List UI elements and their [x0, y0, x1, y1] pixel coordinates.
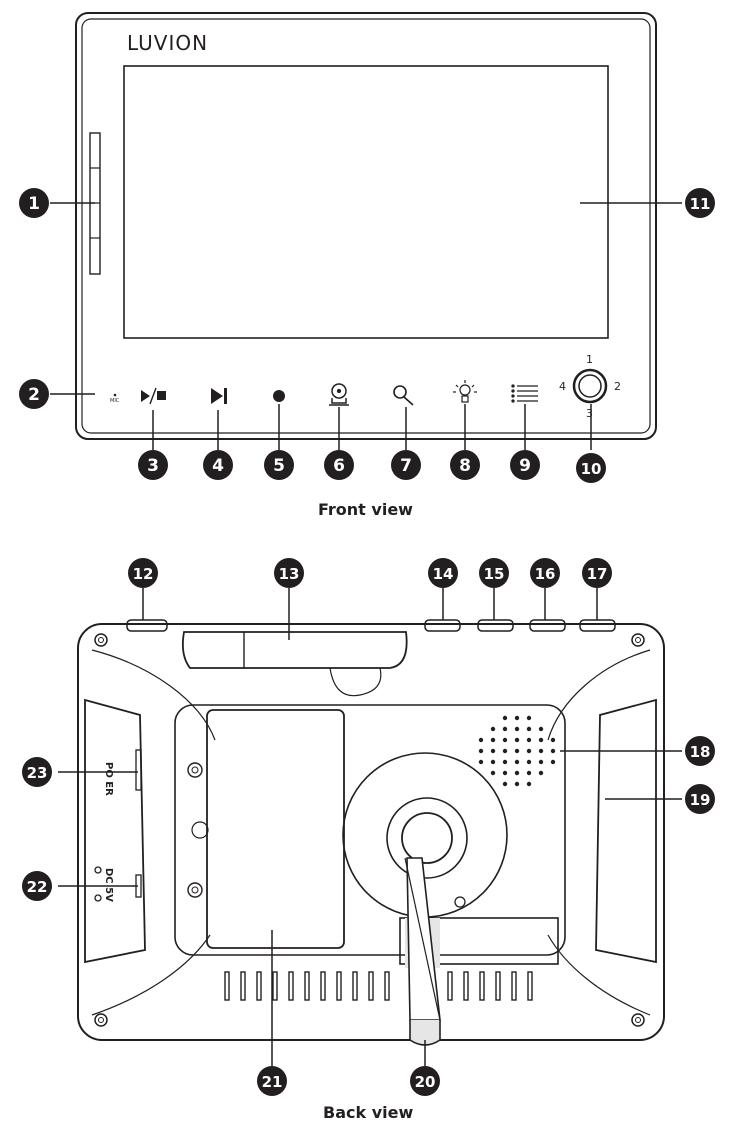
- callout-number-12: 12: [133, 565, 154, 583]
- callout-badge-8: [450, 450, 480, 480]
- speaker-grille: [478, 715, 556, 787]
- callout-number-7: 7: [400, 456, 412, 476]
- callout-badge-19: [685, 784, 715, 814]
- callout-badge-15: [479, 558, 509, 588]
- callout-badge-18: [685, 736, 715, 766]
- left-side-panel: [84, 698, 146, 964]
- record-dot-icon: [273, 390, 285, 402]
- callout-badge-20: [410, 1066, 440, 1096]
- callout-badge-12: [128, 558, 158, 588]
- back-view-caption: Back view: [323, 1103, 414, 1122]
- callout-number-1: 1: [28, 194, 40, 214]
- callout-badge-13: [274, 558, 304, 588]
- callout-badge-21: [257, 1066, 287, 1096]
- callout-number-22: 22: [27, 878, 48, 896]
- callout-number-16: 16: [535, 565, 556, 583]
- back-housing-outer: [77, 623, 665, 1041]
- front-leader-lines: [50, 202, 682, 450]
- callout-number-3: 3: [147, 456, 159, 476]
- callout-number-5: 5: [273, 456, 285, 476]
- dpad-label-4: 4: [559, 380, 566, 393]
- callout-number-8: 8: [459, 456, 471, 476]
- callout-badge-6: [324, 450, 354, 480]
- callout-number-6: 6: [333, 456, 345, 476]
- callout-number-2: 2: [28, 385, 40, 405]
- callout-badge-10: [576, 453, 606, 483]
- stand-bar: [399, 917, 559, 965]
- battery-cover: [206, 709, 345, 949]
- callout-number-14: 14: [433, 565, 454, 583]
- power-port-label: PO ER: [103, 762, 114, 796]
- callout-number-19: 19: [690, 791, 711, 809]
- callout-badge-14: [428, 558, 458, 588]
- zoom-icon: [393, 385, 414, 406]
- front-bezel-inner: [81, 18, 651, 434]
- callout-number-4: 4: [212, 456, 224, 476]
- screen: [123, 65, 609, 339]
- right-side-panel: [595, 698, 657, 964]
- center-panel: [174, 704, 566, 956]
- callout-badge-5: [264, 450, 294, 480]
- dpad-icon: [572, 368, 608, 404]
- callout-number-13: 13: [279, 565, 300, 583]
- callout-number-23: 23: [27, 764, 48, 782]
- callout-number-18: 18: [690, 743, 711, 761]
- menu-icon: [511, 384, 538, 403]
- back-leader-lines: [58, 588, 682, 1066]
- callout-number-11: 11: [690, 195, 711, 213]
- dpad-label-3: 3: [586, 407, 593, 420]
- dpad-label-2: 2: [614, 380, 621, 393]
- callout-badge-2: [19, 379, 49, 409]
- callout-badge-17: [582, 558, 612, 588]
- camera-icon: [329, 383, 349, 406]
- brightness-icon: [453, 380, 477, 403]
- play-stop-icon: [141, 387, 166, 405]
- dpad-label-1: 1: [586, 353, 593, 366]
- callout-badge-16: [530, 558, 560, 588]
- skip-next-icon: [211, 388, 227, 404]
- callout-badge-1: [19, 188, 49, 218]
- callout-number-21: 21: [262, 1073, 283, 1091]
- callout-number-15: 15: [484, 565, 505, 583]
- back-view: [77, 619, 665, 1046]
- callout-badge-22: [22, 871, 52, 901]
- dc-port-label: DC 5V: [103, 868, 114, 902]
- vent-slots: [224, 971, 533, 1001]
- callout-number-10: 10: [581, 460, 602, 478]
- front-bezel-outer: [75, 12, 657, 440]
- brand-logo: LUVION: [127, 31, 208, 55]
- callout-badge-23: [22, 757, 52, 787]
- callout-number-9: 9: [519, 456, 531, 476]
- front-view: [75, 12, 657, 440]
- callout-badge-7: [391, 450, 421, 480]
- handle-clip: [181, 631, 408, 669]
- callout-number-20: 20: [415, 1073, 436, 1091]
- callout-badge-4: [203, 450, 233, 480]
- front-view-caption: Front view: [318, 500, 413, 519]
- callout-badge-11: [685, 188, 715, 218]
- callout-badge-3: [138, 450, 168, 480]
- mic-label: MIC: [110, 398, 120, 404]
- top-buttons: [126, 619, 616, 632]
- callout-number-17: 17: [587, 565, 608, 583]
- callout-badge-9: [510, 450, 540, 480]
